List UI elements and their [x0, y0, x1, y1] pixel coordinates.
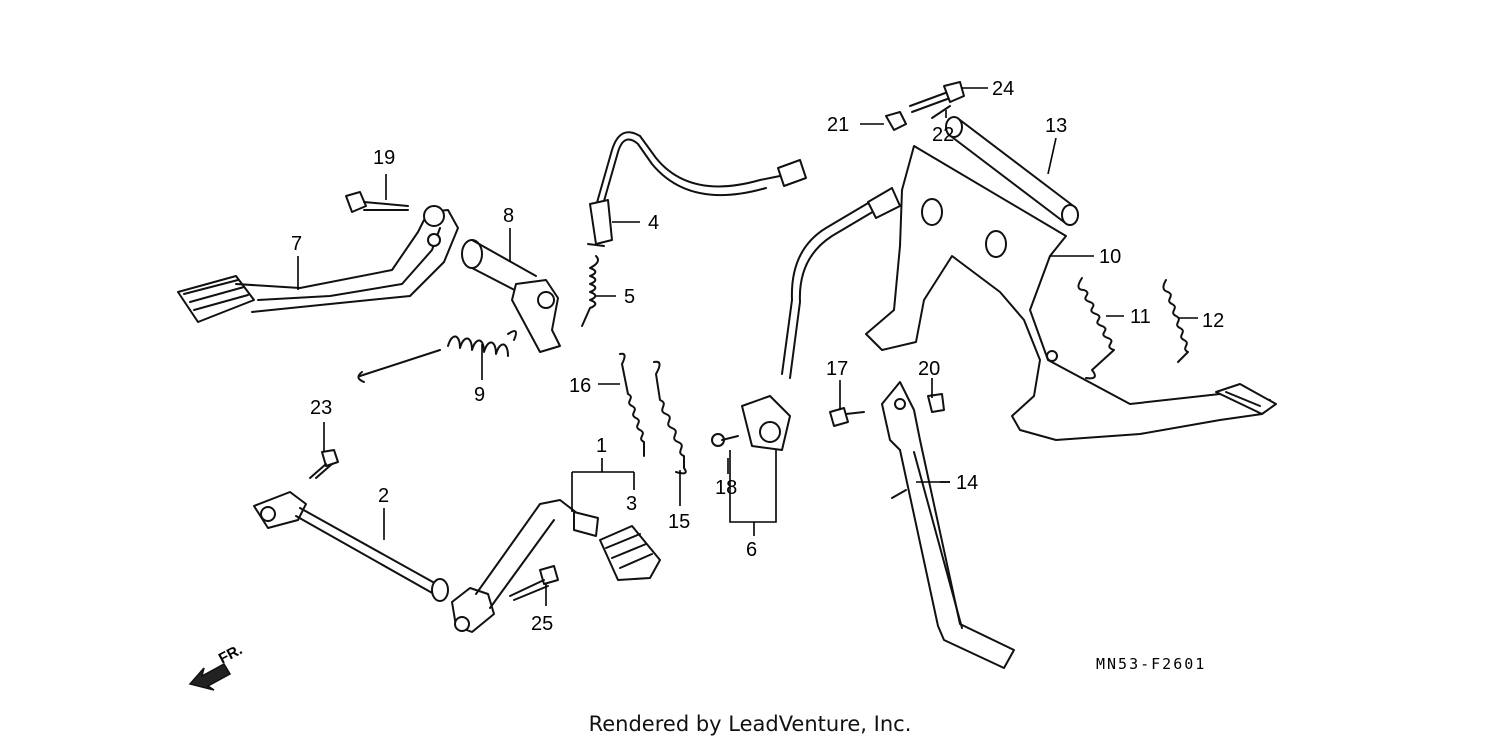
callout-16[interactable]: 16: [569, 375, 591, 397]
side-stand-part-14[interactable]: [881, 381, 1015, 669]
front-direction-label: FR.: [216, 641, 245, 667]
leader-lines: [297, 87, 1198, 606]
callout-18[interactable]: 18: [715, 477, 737, 499]
callout-12[interactable]: 12: [1202, 310, 1224, 332]
nut-part-20[interactable]: [927, 393, 945, 413]
callout-1[interactable]: 1: [596, 435, 607, 457]
brake-switch-part-4[interactable]: [587, 131, 807, 247]
callout-15[interactable]: 15: [668, 511, 690, 533]
callout-21[interactable]: 21: [827, 114, 849, 136]
cotter-pin-part-22[interactable]: [931, 105, 951, 119]
spring-part-15[interactable]: [653, 360, 687, 475]
callout-4[interactable]: 4: [648, 212, 659, 234]
bolt-part-19[interactable]: [345, 191, 409, 213]
bolt-part-24[interactable]: [909, 81, 965, 113]
callout-14[interactable]: 14: [956, 472, 978, 494]
callout-3[interactable]: 3: [626, 493, 637, 515]
callout-20[interactable]: 20: [918, 358, 940, 380]
stand-pivot-pipe-part-13[interactable]: [945, 116, 1079, 226]
stand-spring-part-12[interactable]: [1162, 279, 1189, 363]
callout-9[interactable]: 9: [474, 384, 485, 406]
callout-23[interactable]: 23: [310, 397, 332, 419]
callout-8[interactable]: 8: [503, 205, 514, 227]
spring-part-16[interactable]: [619, 352, 645, 457]
shift-rod-part-2[interactable]: [253, 491, 449, 602]
callout-10[interactable]: 10: [1099, 246, 1121, 268]
callout-22[interactable]: 22: [932, 124, 954, 146]
bolt-part-18[interactable]: [711, 433, 739, 447]
stand-spring-part-11[interactable]: [1077, 277, 1115, 380]
callout-24[interactable]: 24: [992, 78, 1014, 100]
sidestand-switch-part-6[interactable]: [741, 187, 901, 451]
shift-pedal-part-1[interactable]: [451, 499, 599, 633]
callout-19[interactable]: 19: [373, 147, 395, 169]
callout-7[interactable]: 7: [291, 233, 302, 255]
bolt-part-25[interactable]: [509, 565, 559, 601]
callout-13[interactable]: 13: [1045, 115, 1067, 137]
brake-pedal-part-7[interactable]: [177, 205, 459, 323]
bolt-part-17[interactable]: [829, 407, 865, 427]
bolt-part-23[interactable]: [309, 449, 339, 479]
nut-part-21[interactable]: [885, 111, 907, 131]
return-spring-part-9[interactable]: [357, 330, 517, 383]
callout-5[interactable]: 5: [624, 286, 635, 308]
pedal-rubber-part-3[interactable]: [599, 525, 661, 581]
front-arrow-icon: FR.: [188, 641, 245, 691]
diagram-code: MN53-F2601: [1096, 655, 1206, 673]
main-stand-part-10[interactable]: [865, 145, 1277, 441]
callout-25[interactable]: 25: [531, 613, 553, 635]
switch-spring-part-5[interactable]: [581, 255, 599, 327]
callout-11[interactable]: 11: [1130, 306, 1151, 328]
callout-6[interactable]: 6: [746, 539, 757, 561]
pivot-shaft-part-8[interactable]: [461, 239, 561, 353]
callout-2[interactable]: 2: [378, 485, 389, 507]
callout-17[interactable]: 17: [826, 358, 848, 380]
credit-line: Rendered by LeadVenture, Inc.: [588, 712, 912, 736]
